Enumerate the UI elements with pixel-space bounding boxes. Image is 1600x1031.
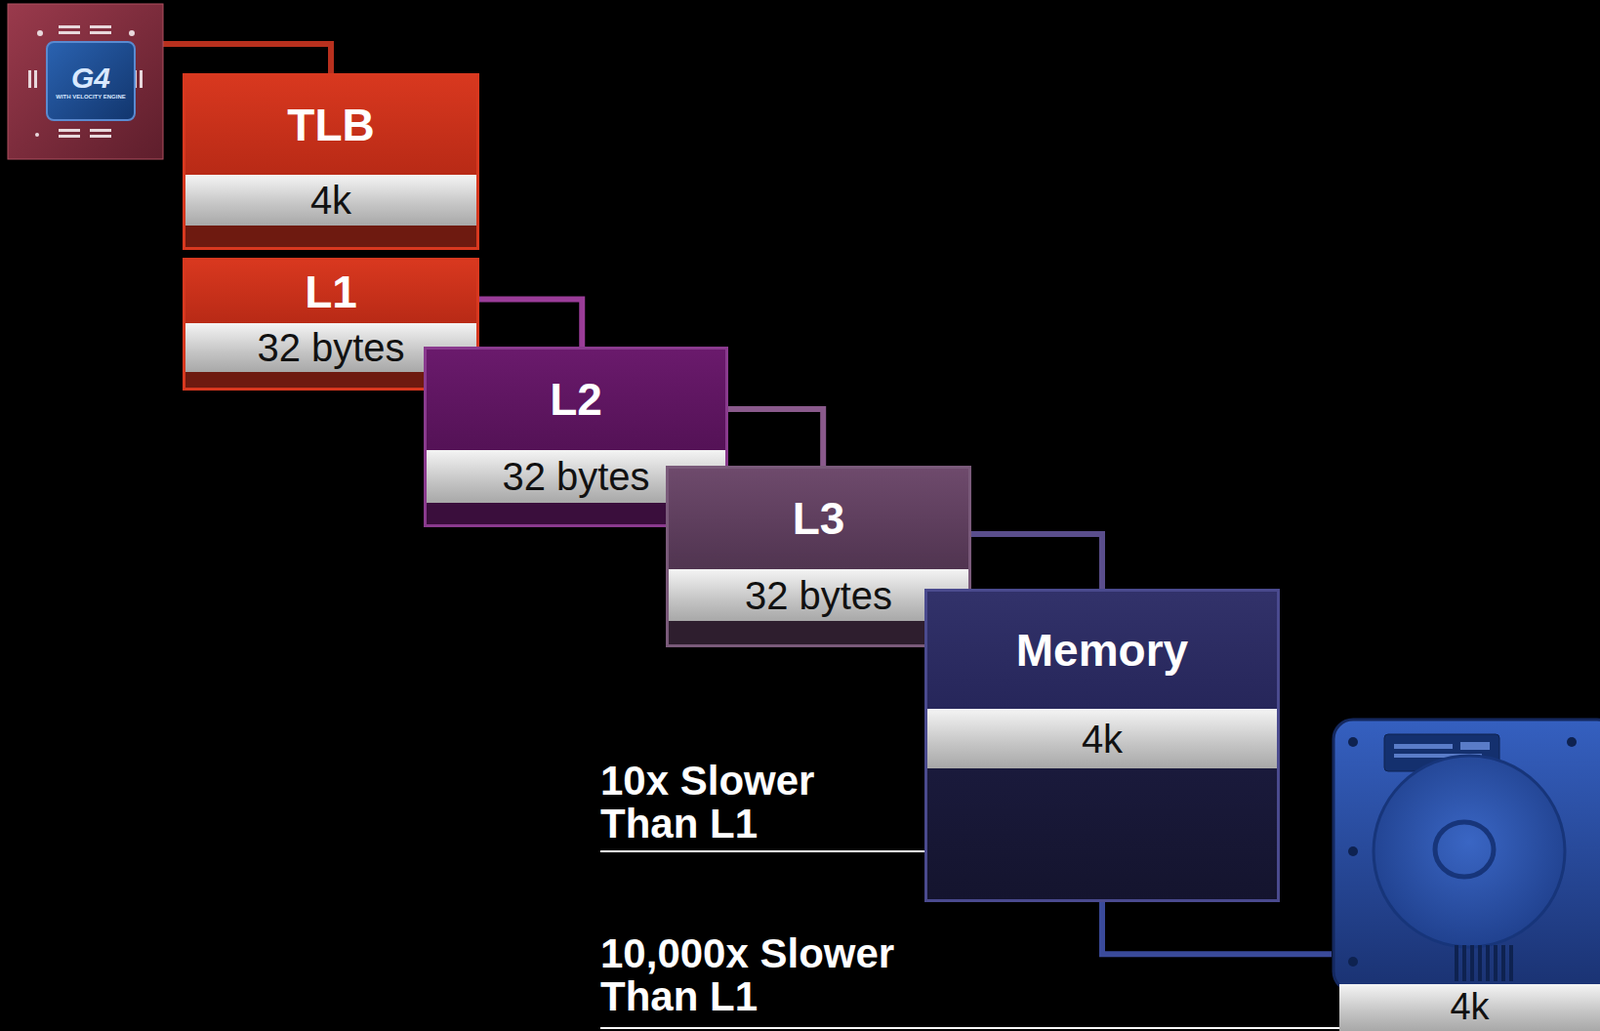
level-name: TLB — [287, 100, 374, 151]
disk-vents — [1456, 944, 1512, 982]
speed-note-box: 10x Slower Than L1 — [600, 759, 894, 846]
level-name: L2 — [549, 374, 603, 425]
block-size: 4k — [1081, 717, 1123, 761]
disk-box: 4k — [1331, 717, 1600, 1031]
chip-subtitle-band: WITH VELOCITY ENGINE — [47, 93, 134, 101]
connector-line — [728, 409, 823, 466]
level-name-band: L2 — [426, 349, 726, 451]
hard-disk — [1333, 719, 1600, 991]
block-size: 32 bytes — [744, 574, 893, 617]
block-size: 32 bytes — [501, 454, 650, 498]
memory-box: Memory 4k — [924, 588, 1280, 903]
level-name-band: TLB — [185, 76, 477, 175]
level-name-band: L3 — [668, 468, 969, 570]
chip-name: G4 — [71, 61, 111, 94]
block-size-band: 32 bytes — [668, 569, 969, 621]
level-name: L1 — [304, 267, 358, 318]
block-size-band: 4k — [1339, 984, 1600, 1031]
disk-platter — [1373, 755, 1565, 947]
speed-note: 10x Slower Than L1 — [600, 757, 815, 847]
chip-pins — [28, 25, 143, 138]
connector-line — [135, 43, 331, 74]
underline-rule — [600, 1026, 1340, 1029]
connector-line — [1102, 902, 1332, 954]
disk-hub — [1435, 821, 1494, 877]
disk-screws — [1348, 737, 1577, 967]
cpu-core: G4WITH VELOCITY ENGINE — [45, 41, 136, 122]
g4-chip — [7, 3, 164, 160]
connector-line — [971, 533, 1103, 589]
level-name: L3 — [792, 493, 846, 544]
block-size: 4k — [1449, 986, 1489, 1028]
level-name-band: L1 — [185, 260, 477, 324]
block-size-band: 4k — [185, 174, 477, 226]
chip-package — [7, 3, 164, 160]
chip-subtitle: WITH VELOCITY ENGINE — [55, 93, 126, 101]
speed-note: 10,000x Slower Than L1 — [600, 930, 895, 1020]
block-size-band: 4k — [927, 708, 1277, 769]
chip-name-band: G4 — [47, 61, 134, 94]
block-size: 32 bytes — [256, 326, 405, 370]
underline-rule — [600, 850, 925, 853]
level-name-band: Memory — [927, 591, 1277, 709]
level-name: Memory — [1016, 625, 1189, 676]
connector-line — [479, 298, 582, 347]
disk-body — [1333, 719, 1600, 991]
cache-level-box: TLB 4k — [182, 73, 480, 250]
block-size: 4k — [310, 178, 352, 222]
speed-note-box: 10,000x Slower Than L1 — [600, 932, 982, 1019]
